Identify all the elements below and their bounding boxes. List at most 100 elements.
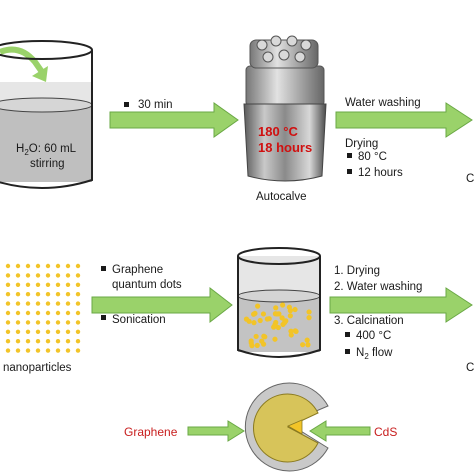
particle-dot — [282, 319, 288, 326]
bullet-30min — [124, 102, 129, 107]
nanoparticle-dot — [45, 263, 51, 269]
arrow-step2-a — [91, 286, 233, 324]
nanoparticle-dot — [55, 263, 61, 269]
nanoparticle-dot — [5, 263, 11, 269]
particle-dot — [261, 341, 267, 347]
label-nanoparticles: nanoparticles — [3, 362, 72, 374]
nanoparticle-dot — [35, 320, 41, 325]
feed-pipe — [0, 46, 45, 74]
nanoparticle-dot — [35, 310, 41, 316]
particle-dot — [306, 315, 312, 321]
nanoparticle-dot — [35, 329, 41, 334]
nanoparticle-dot — [45, 301, 51, 306]
core-shell-particle — [244, 382, 329, 472]
nanoparticle-dot — [55, 329, 61, 334]
bullet-graphene-qd — [101, 266, 106, 271]
nanoparticle-dot — [65, 320, 71, 325]
particle-dot — [252, 310, 258, 317]
label-400c: 400 °C — [356, 330, 391, 342]
bullet-sonication — [101, 315, 106, 320]
nanoparticle-dot — [35, 282, 41, 287]
label-quantum-dots: quantum dots — [112, 279, 182, 291]
particle-dot — [279, 302, 286, 308]
autoclave-time: 18 hours — [258, 140, 312, 155]
nanoparticle-dot — [75, 339, 81, 344]
nanoparticle-dot — [55, 339, 61, 344]
nanoparticle-dot — [75, 282, 81, 287]
nanoparticle-dot — [5, 320, 11, 325]
nanoparticle-dot — [25, 329, 31, 334]
nanoparticle-dot — [45, 310, 51, 316]
nanoparticle-dot — [75, 263, 81, 269]
feed-arrow-head — [32, 66, 48, 82]
nanoparticle-dot — [55, 310, 61, 316]
particle-dot — [272, 336, 278, 342]
nanoparticle-dot — [15, 282, 21, 287]
label-graphene: Graphene — [112, 264, 163, 276]
particle-dot — [306, 309, 312, 315]
nanoparticle-dot — [5, 292, 11, 297]
particle-dot — [273, 319, 279, 326]
nanoparticle-dot — [25, 301, 31, 306]
nanoparticle-dot — [15, 292, 21, 297]
nanoparticle-dot — [25, 310, 31, 316]
particle-dot — [257, 317, 263, 324]
arrow-cds — [309, 420, 371, 442]
nanoparticle-dot — [15, 329, 21, 334]
particle-dot — [254, 342, 260, 348]
nanoparticle-dot — [75, 348, 81, 353]
nanoparticle-dot — [65, 292, 71, 297]
nanoparticle-dot — [45, 273, 51, 278]
nanoparticle-dot — [15, 301, 21, 306]
particle-dot — [261, 333, 267, 339]
nanoparticle-dot — [25, 282, 31, 287]
nanoparticle-dot — [5, 339, 11, 344]
autoclave: 180 °C 18 hours — [243, 35, 327, 182]
nanoparticle-dot — [35, 292, 41, 297]
particle-dot — [253, 333, 259, 340]
arrow-step1-b — [335, 102, 473, 138]
nanoparticle-dot — [15, 263, 21, 269]
nanoparticle-dot — [65, 273, 71, 278]
nanoparticle-dot — [75, 320, 81, 325]
nanoparticle-dot — [5, 282, 11, 287]
nanoparticle-dot — [25, 292, 31, 297]
nanoparticle-dot — [65, 301, 71, 306]
nanoparticle-dot — [15, 348, 21, 353]
beaker-1-text-line2: stirring — [30, 158, 65, 170]
beaker-1: H2O: 60 mL stirring — [0, 40, 93, 189]
particle-dot — [279, 315, 285, 321]
nanoparticle-dot — [25, 263, 31, 269]
particle-dot — [260, 311, 267, 317]
nanoparticle-dot — [75, 310, 81, 316]
nanoparticle-dot — [55, 348, 61, 353]
nanoparticle-dot — [5, 273, 11, 278]
nanoparticle-dot — [65, 329, 71, 334]
particle-dot — [249, 343, 255, 349]
nanoparticle-dot — [55, 282, 61, 287]
nanoparticle-dot — [25, 273, 31, 278]
nanoparticle-dot — [45, 282, 51, 287]
nanoparticle-dot — [15, 310, 21, 316]
nanoparticle-dot — [55, 301, 61, 306]
nanoparticle-dot — [75, 273, 81, 278]
bullet-400c — [345, 332, 350, 337]
beaker-1-text-line1: H2O: 60 mL — [16, 143, 77, 157]
nanoparticle-dot — [75, 301, 81, 306]
particle-dot — [287, 313, 293, 319]
nanoparticle-dot — [25, 339, 31, 344]
nanoparticle-dot — [25, 320, 31, 325]
bullet-12h — [347, 169, 352, 174]
arrow-graphene — [187, 420, 245, 442]
particle-dot — [288, 332, 294, 338]
nanoparticle-dot — [65, 282, 71, 287]
label-water-washing: Water washing — [345, 97, 421, 109]
label-step-drying: 1. Drying — [334, 265, 380, 277]
nanoparticle-dot — [5, 348, 11, 353]
nanoparticle-dot — [45, 320, 51, 325]
autoclave-temp: 180 °C — [258, 124, 299, 139]
arrow-step2-b — [329, 287, 473, 323]
label-step-calcination: 3. Calcination — [334, 315, 404, 327]
particle-dot — [264, 316, 270, 322]
autoclave-label: Autocalve — [256, 191, 307, 203]
